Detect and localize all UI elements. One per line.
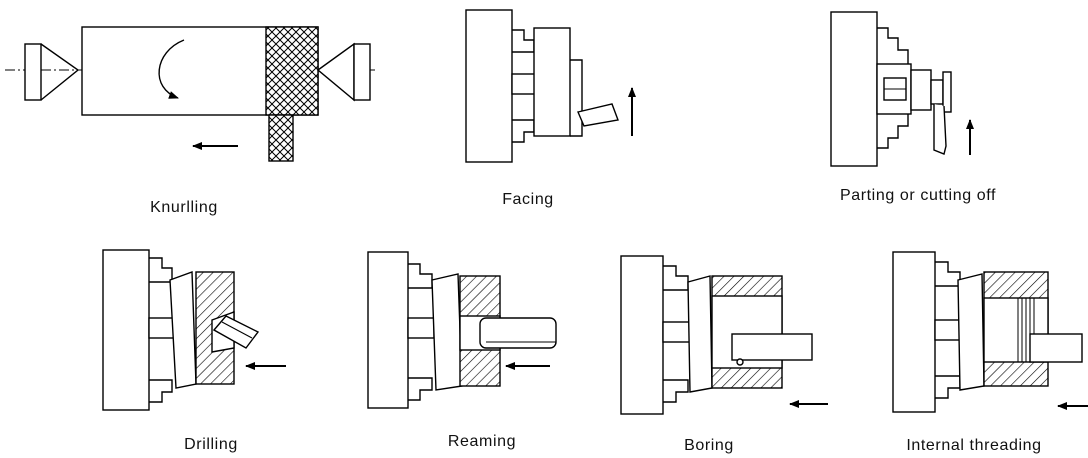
caption-knurling: Knurlling — [150, 199, 218, 216]
parting-groove — [930, 79, 944, 105]
cut-stock — [910, 69, 932, 111]
threading-tool — [1029, 333, 1083, 363]
chuck-jaw-bottom — [935, 375, 961, 399]
chuck-body — [892, 251, 936, 413]
chuck-body — [465, 9, 513, 163]
right-tailstock-base — [353, 43, 371, 101]
chuck-face — [957, 273, 985, 391]
chuck-body — [367, 251, 409, 409]
chuck-jaw-bottom — [877, 114, 909, 149]
chuck-jaw-bottom — [512, 119, 535, 143]
knurling-diagram — [5, 26, 378, 162]
chuck-jaw-bottom — [149, 379, 173, 403]
chuck-face — [431, 273, 463, 391]
thread-lines — [1017, 298, 1035, 362]
chuck-jaw-bottom — [663, 379, 689, 403]
workpiece — [533, 27, 571, 137]
chuck-jaw-top — [663, 265, 689, 291]
drilling-diagram — [102, 249, 286, 411]
chuck-face — [169, 271, 197, 389]
chuck-body — [620, 255, 664, 415]
knurled-section — [265, 26, 319, 116]
left-center-point — [40, 43, 80, 101]
drill-flute — [221, 321, 253, 339]
reamer-tool — [479, 317, 557, 349]
chuck-jaw-top — [512, 29, 535, 53]
chuck-body — [102, 249, 150, 411]
caption-boring: Boring — [684, 437, 734, 454]
parting-diagram — [830, 11, 974, 167]
caption-parting: Parting or cutting off — [840, 187, 996, 204]
caption-internal-threading: Internal threading — [906, 437, 1041, 454]
chuck-body — [830, 11, 878, 167]
boring-tool-tip — [736, 358, 744, 366]
right-center-point — [316, 42, 355, 102]
face-cut-region — [570, 59, 583, 137]
parting-tool — [933, 104, 947, 155]
knurling-tool — [268, 114, 294, 162]
caption-reaming: Reaming — [448, 433, 516, 450]
boring-diagram — [620, 255, 828, 415]
chuck-jaw-top — [935, 261, 961, 287]
chuck-jaw-bottom — [408, 377, 433, 401]
chuck-jaw-top — [877, 27, 909, 64]
boring-bar — [731, 333, 813, 361]
rotation-arrow — [158, 39, 185, 99]
chuck-face — [687, 275, 713, 393]
jaw-slot — [407, 317, 435, 339]
internal-threading-diagram — [892, 251, 1088, 413]
chuck-jaw-top — [149, 257, 173, 283]
chuck-jaw-top — [408, 263, 433, 289]
jaw-slot — [662, 321, 692, 343]
caption-drilling: Drilling — [184, 436, 238, 453]
caption-facing: Facing — [502, 191, 554, 208]
reaming-diagram — [367, 251, 557, 409]
parted-piece — [942, 71, 952, 113]
left-tailstock-base — [24, 43, 42, 101]
facing-tool — [577, 103, 619, 127]
facing-diagram — [465, 9, 636, 163]
